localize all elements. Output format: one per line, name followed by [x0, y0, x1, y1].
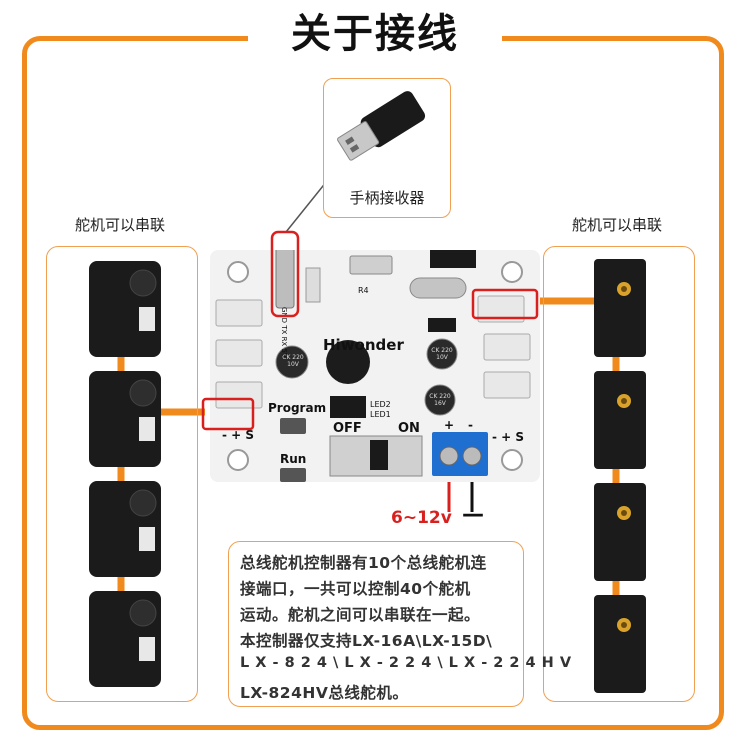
- note-line-1: 总线舵机控制器有10个总线舵机连: [240, 551, 487, 573]
- note-line-4: 本控制器仅支持LX-16A\LX-15D\: [240, 629, 492, 651]
- voltage-label: 6~12v: [391, 508, 452, 528]
- ground-minus-label: —: [462, 502, 484, 527]
- receiver-socket-highlight: [272, 232, 298, 316]
- note-line-5: L X - 8 2 4 \ L X - 2 2 4 \ L X - 2 2 4 …: [240, 655, 572, 671]
- left-connector-highlight: [203, 399, 253, 429]
- note-line-6: LX-824HV总线舵机。: [240, 681, 408, 703]
- note-line-2: 接端口，一共可以控制40个舵机: [240, 577, 471, 599]
- note-line-3: 运动。舵机之间可以串联在一起。: [240, 603, 480, 625]
- right-connector-highlight: [473, 290, 537, 318]
